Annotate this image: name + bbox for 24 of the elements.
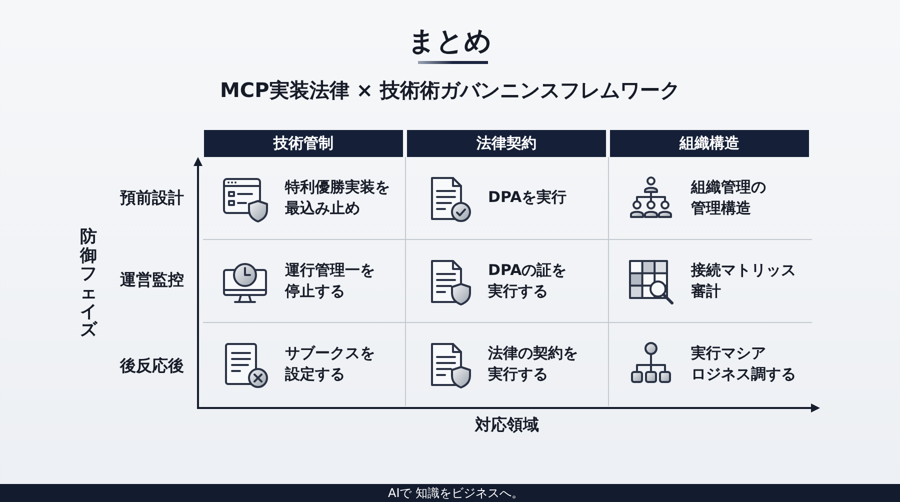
measure-label: サブークスを設定する: [285, 342, 375, 384]
measure-label: 特利優勝実装を最込み止め: [285, 176, 390, 218]
axis-title: 防御フェイズ: [80, 228, 97, 340]
row-label: 運営監控: [120, 270, 184, 290]
column-header: 法律契約: [407, 130, 606, 157]
tagline: AIで 知識をビジネスへ。: [388, 486, 524, 501]
measure-label: 接続マトリッス審計: [691, 260, 796, 302]
column-header: 技術管制: [204, 130, 403, 157]
row-label: 預前設計: [120, 188, 184, 208]
row-label: 後反応後: [120, 356, 184, 376]
subtitle: MCP実装法律 × 技術術ガバンニンスフレムワーク: [219, 78, 681, 103]
matrix-cell: [406, 240, 609, 323]
measure-label: 実行マシアロジネス調する: [691, 342, 796, 384]
measure-label: 法律の契約を実行する: [488, 342, 578, 384]
measure-label: 組織管理の管理構造: [691, 176, 766, 218]
column-header: 組織構造: [610, 130, 809, 157]
title: まとめ: [407, 26, 493, 58]
matrix-cell: [406, 157, 609, 240]
matrix-cell: [203, 240, 406, 323]
measure-label: 運行管理一を停止する: [285, 260, 375, 302]
measure-label: DPAの証を実行する: [488, 260, 567, 302]
matrix-cell: [203, 157, 406, 240]
measure-label: DPAを実行: [488, 187, 567, 208]
axis-title: 対応領域: [475, 415, 539, 435]
